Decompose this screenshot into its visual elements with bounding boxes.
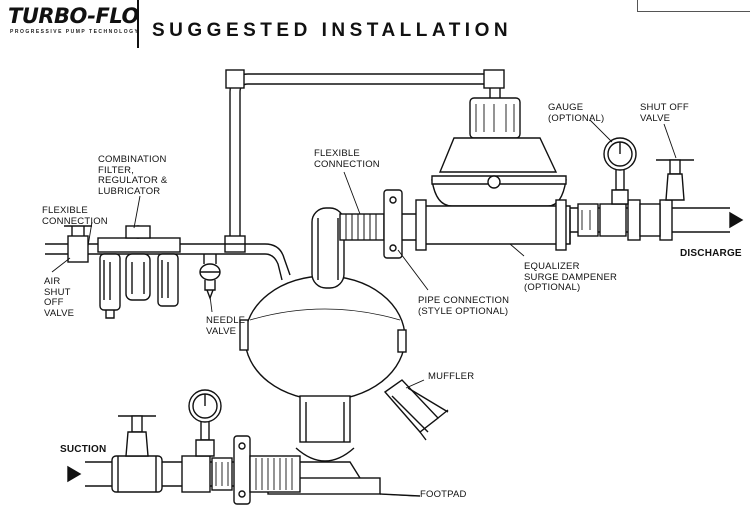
page-title: SUGGESTED INSTALLATION — [152, 20, 513, 41]
flexible-connection-upper — [339, 213, 385, 241]
label-flexible-connection-left: FLEXIBLE CONNECTION — [42, 205, 108, 227]
leader-lines — [51, 119, 677, 497]
corner-divider-horizontal — [637, 11, 750, 12]
label-needle-valve: NEEDLE VALVE — [206, 315, 246, 337]
label-suction: SUCTION — [60, 444, 107, 455]
label-surge-dampener: EQUALIZER SURGE DAMPENER (OPTIONAL) — [524, 261, 618, 293]
discharge-line — [570, 199, 730, 241]
label-gauge: GAUGE (OPTIONAL) — [548, 102, 605, 124]
label-air-shutoff-valve: AIR SHUT OFF VALVE — [44, 276, 75, 319]
suction-shutoff-valve — [118, 415, 156, 457]
label-shutoff-valve: SHUT OFF VALVE — [640, 102, 689, 124]
label-footpad: FOOTPAD — [420, 489, 467, 500]
label-muffler: MUFFLER — [428, 371, 475, 382]
suction-arrow — [67, 465, 82, 483]
header-divider — [137, 0, 139, 48]
diaphragm-pump — [239, 207, 407, 462]
page-header: TURBO-FLO PROGRESSIVE PUMP TECHNOLOGY SU… — [0, 0, 750, 48]
brand-logo: TURBO-FLO — [8, 4, 139, 28]
discharge-gauge — [603, 137, 637, 205]
surge-dampener — [415, 97, 571, 251]
muffler — [383, 379, 449, 441]
frl-unit — [97, 225, 181, 319]
brand-tagline: PROGRESSIVE PUMP TECHNOLOGY — [10, 29, 140, 35]
suction-line — [85, 435, 301, 505]
discharge-arrow — [729, 211, 744, 229]
label-flexible-connection-top: FLEXIBLE CONNECTION — [314, 148, 380, 170]
label-pipe-connection: PIPE CONNECTION (STYLE OPTIONAL) — [418, 295, 510, 317]
corner-divider — [637, 0, 638, 11]
overhead-air-line — [224, 69, 505, 253]
suction-gauge — [188, 389, 222, 457]
discharge-shutoff-valve — [656, 159, 694, 201]
needle-valve — [199, 254, 221, 300]
label-frl: COMBINATION FILTER, REGULATOR & LUBRICAT… — [98, 154, 168, 197]
label-discharge: DISCHARGE — [680, 248, 742, 259]
pipe-connection-flange — [383, 189, 420, 259]
air-shutoff-valve — [64, 225, 92, 263]
